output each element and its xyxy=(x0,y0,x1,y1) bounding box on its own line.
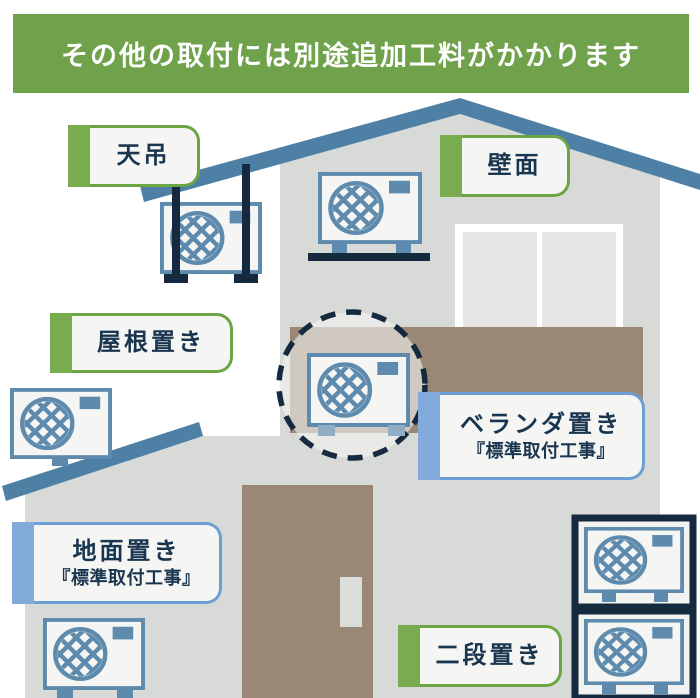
label-ground-placed: 地面置き 『標準取付工事』 xyxy=(12,522,222,604)
ceiling-hung-unit xyxy=(162,164,260,283)
unit-foot xyxy=(654,684,668,694)
label-roof-placed: 屋根置き xyxy=(50,313,233,373)
label-veranda-note: 『標準取付工事』 xyxy=(467,440,615,461)
wall-mounted-unit xyxy=(308,174,430,261)
label-color-bar xyxy=(418,392,440,480)
air-conditioner-unit-icon xyxy=(320,174,420,242)
air-conditioner-unit-icon xyxy=(309,355,408,425)
ground-unit xyxy=(45,620,143,698)
unit-foot xyxy=(396,242,411,253)
label-two-tier-text: 二段置き xyxy=(435,642,544,669)
roof-placed-unit xyxy=(12,390,110,466)
label-veranda-placed: ベランダ置き 『標準取付工事』 xyxy=(418,392,645,480)
hanging-rods xyxy=(164,164,258,283)
air-conditioner-unit-icon xyxy=(586,529,682,591)
door-handle xyxy=(340,577,362,627)
label-veranda-text: ベランダ置き xyxy=(460,410,622,438)
wall-bracket xyxy=(308,253,430,261)
header-banner: その他の取付には別途追加工料がかかります xyxy=(13,14,689,93)
label-ceiling-hung: 天吊 xyxy=(68,125,200,187)
door xyxy=(242,485,373,698)
label-color-bar xyxy=(398,625,420,687)
unit-foot xyxy=(318,425,335,436)
air-conditioner-unit-icon xyxy=(586,621,682,683)
label-two-tier: 二段置き xyxy=(398,625,562,687)
main-roof xyxy=(140,98,700,202)
unit-foot xyxy=(602,684,616,694)
label-ceiling-text: 天吊 xyxy=(116,142,171,169)
air-conditioner-unit-icon xyxy=(12,390,110,457)
unit-foot xyxy=(117,688,133,698)
unit-foot xyxy=(52,456,68,466)
label-color-bar xyxy=(68,125,90,187)
unit-foot xyxy=(57,688,73,698)
label-ground-text: 地面置き xyxy=(72,537,181,565)
air-conditioner-unit-icon xyxy=(45,620,143,688)
label-color-bar xyxy=(50,313,72,373)
label-ground-note: 『標準取付工事』 xyxy=(52,567,201,588)
label-wall-mounted: 壁面 xyxy=(440,135,570,197)
header-banner-text: その他の取付には別途追加工料がかかります xyxy=(61,41,641,71)
label-roof-text: 屋根置き xyxy=(97,329,205,356)
unit-foot xyxy=(388,425,405,436)
label-wall-text: 壁面 xyxy=(487,152,542,179)
veranda-unit xyxy=(276,309,428,461)
lean-to-roof xyxy=(2,422,203,501)
label-color-bar xyxy=(440,135,462,197)
unit-foot xyxy=(332,242,347,253)
two-tier-units xyxy=(571,514,697,698)
unit-foot xyxy=(602,592,616,602)
unit-foot xyxy=(654,592,668,602)
label-color-bar xyxy=(12,522,34,604)
